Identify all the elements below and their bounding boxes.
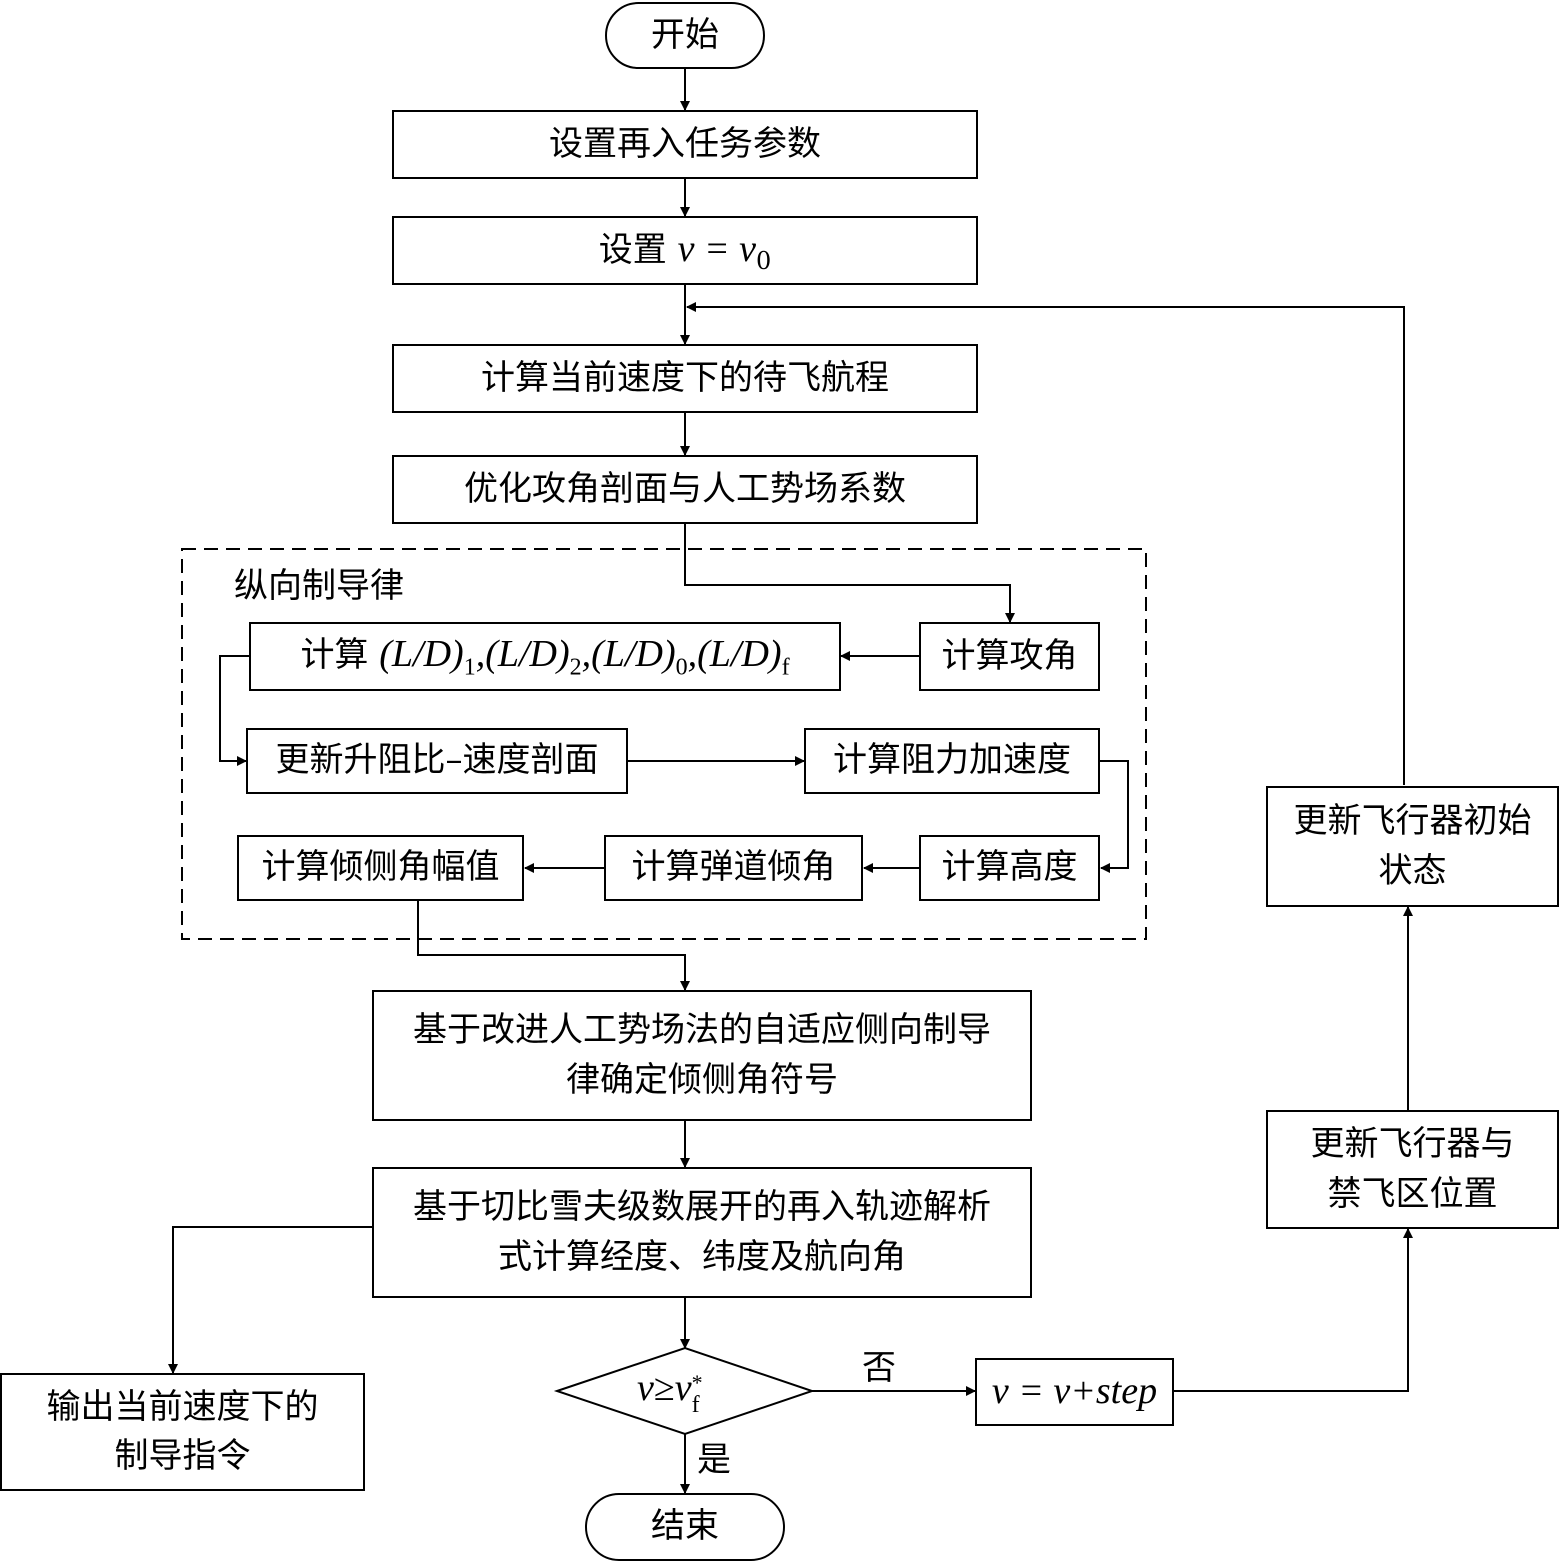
calc-height-node: 计算高度	[919, 835, 1100, 901]
set-v-label: 设置 v = v0	[598, 228, 772, 275]
decision-label: v≥v*f	[637, 1367, 703, 1418]
update-profile-label: 更新升阻比–速度剖面	[275, 740, 599, 781]
lateral-guidance-node: 基于改进人工势场法的自适应侧向制导 律确定倾侧角符号	[372, 990, 1032, 1121]
update-position-label: 更新飞行器与 禁飞区位置	[1310, 1124, 1515, 1214]
update-position-node: 更新飞行器与 禁飞区位置	[1266, 1110, 1559, 1229]
set-params-label: 设置再入任务参数	[549, 123, 821, 164]
update-state-node: 更新飞行器初始 状态	[1266, 786, 1559, 907]
arrow-step-to-updatepos	[1173, 1228, 1413, 1392]
calc-ld-node: 计算 (L/D)1,(L/D)2,(L/D)0,(L/D)f	[249, 622, 841, 691]
arrow-chebyshev-to-output	[168, 1226, 373, 1374]
end-node: 结束	[585, 1493, 785, 1561]
arrow-optimize-to-aoa	[684, 523, 1015, 623]
lateral-guidance-label: 基于改进人工势场法的自适应侧向制导 律确定倾侧角符号	[413, 1010, 991, 1100]
end-label: 结束	[651, 1506, 719, 1547]
update-state-label: 更新飞行器初始 状态	[1293, 801, 1532, 891]
update-profile-node: 更新升阻比–速度剖面	[246, 728, 628, 794]
set-v-node: 设置 v = v0	[392, 216, 978, 285]
step-node: v = v+step	[975, 1358, 1174, 1426]
calc-range-node: 计算当前速度下的待飞航程	[392, 344, 978, 413]
start-label: 开始	[651, 14, 719, 55]
group-label: 纵向制导律	[234, 566, 404, 606]
arrow-updatestate-to-range	[686, 302, 1405, 785]
calc-aoa-label: 计算攻角	[941, 635, 1078, 676]
arrow-drag-to-height	[1099, 760, 1129, 873]
decision-diamond	[553, 1346, 816, 1436]
calc-height-label: 计算高度	[941, 847, 1078, 888]
edge-label-yes: 是	[697, 1440, 731, 1480]
set-params-node: 设置再入任务参数	[392, 110, 978, 179]
start-node: 开始	[605, 2, 765, 69]
optimize-node: 优化攻角剖面与人工势场系数	[392, 455, 978, 524]
optimize-label: 优化攻角剖面与人工势场系数	[464, 468, 906, 509]
chebyshev-node: 基于切比雪夫级数展开的再入轨迹解析 式计算经度、纬度及航向角	[372, 1167, 1032, 1298]
output-label: 输出当前速度下的 制导指令	[46, 1386, 319, 1476]
output-node: 输出当前速度下的 制导指令	[0, 1373, 365, 1491]
calc-drag-label: 计算阻力加速度	[833, 740, 1071, 781]
step-label: v = v+step	[991, 1370, 1158, 1413]
edge-label-no: 否	[862, 1348, 896, 1388]
longitudinal-guidance-group	[181, 548, 1147, 940]
calc-drag-node: 计算阻力加速度	[804, 728, 1100, 794]
chebyshev-label: 基于切比雪夫级数展开的再入轨迹解析 式计算经度、纬度及航向角	[413, 1187, 991, 1277]
calc-bank-mag-node: 计算倾侧角幅值	[237, 835, 524, 901]
arrow-ld-to-profile	[219, 655, 251, 766]
calc-aoa-node: 计算攻角	[919, 622, 1100, 691]
calc-ld-label: 计算 (L/D)1,(L/D)2,(L/D)0,(L/D)f	[300, 633, 790, 681]
arrow-bank-to-lateral	[417, 900, 690, 991]
calc-fpa-node: 计算弹道倾角	[604, 835, 863, 901]
calc-range-label: 计算当前速度下的待飞航程	[481, 357, 889, 398]
calc-bank-mag-label: 计算倾侧角幅值	[261, 847, 500, 888]
calc-fpa-label: 计算弹道倾角	[631, 847, 836, 888]
